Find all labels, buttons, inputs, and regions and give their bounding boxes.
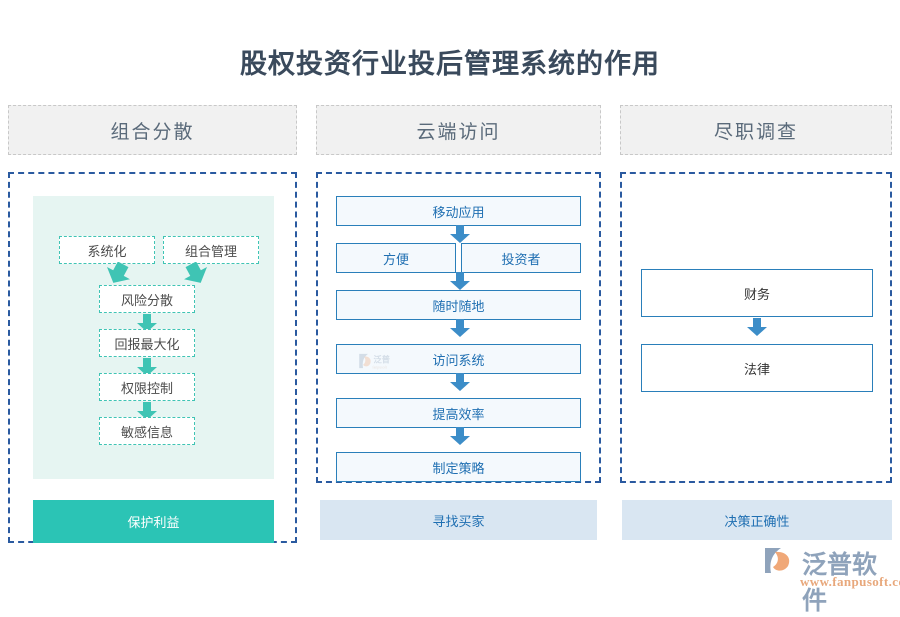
watermark-logo-icon: 泛普 fanpusoft [359, 353, 391, 370]
arrow-down-left-icon [106, 262, 130, 283]
column-body-due-diligence: 财务 法律 [620, 172, 892, 483]
column-body-portfolio-diversification: 系统化 组合管理 风险分散 回报最大化 权限控制 [8, 172, 297, 543]
node-finance[interactable]: 财务 [641, 269, 873, 317]
node-return-maximization[interactable]: 回报最大化 [99, 329, 195, 357]
column-body-cloud-access: 移动应用 方便 投资者 随时随地 泛普 fanpusoft 访问系统 提高效率 [316, 172, 601, 483]
diagram-canvas: 股权投资行业投后管理系统的作用 组合分散 系统化 组合管理 风险分散 回报最大 [8, 49, 900, 615]
arrow-down-icon [450, 272, 470, 290]
brand-logo: 泛普软件 www.fanpusoft.com [762, 545, 900, 615]
footer-decision-accuracy[interactable]: 决策正确性 [622, 500, 892, 540]
column-header-portfolio-diversification: 组合分散 [8, 105, 297, 155]
arrow-down-icon [450, 225, 470, 243]
svg-text:fanpusoft: fanpusoft [372, 366, 387, 370]
node-improve-efficiency[interactable]: 提高效率 [336, 398, 581, 428]
arrow-down-icon [450, 427, 470, 445]
fanpu-mark-icon [765, 548, 790, 573]
node-permission-control[interactable]: 权限控制 [99, 373, 195, 401]
teal-inner-panel: 系统化 组合管理 风险分散 回报最大化 权限控制 [33, 196, 274, 479]
arrow-down-icon [450, 373, 470, 391]
node-risk-diversification[interactable]: 风险分散 [99, 285, 195, 313]
node-anytime-anywhere[interactable]: 随时随地 [336, 290, 581, 320]
arrow-down-icon [747, 318, 767, 336]
arrow-down-icon [137, 358, 157, 376]
node-investor[interactable]: 投资者 [461, 243, 581, 273]
page-title: 股权投资行业投后管理系统的作用 [240, 49, 660, 79]
arrow-down-icon [137, 314, 157, 332]
node-convenient[interactable]: 方便 [336, 243, 456, 273]
node-formulate-strategy[interactable]: 制定策略 [336, 452, 581, 482]
node-systematization[interactable]: 系统化 [59, 236, 155, 264]
footer-protect-interests[interactable]: 保护利益 [33, 500, 274, 543]
svg-text:泛普: 泛普 [374, 355, 391, 365]
node-sensitive-information[interactable]: 敏感信息 [99, 417, 195, 445]
column-header-cloud-access: 云端访问 [316, 105, 601, 155]
arrow-down-right-icon [184, 262, 208, 283]
node-access-system[interactable]: 泛普 fanpusoft 访问系统 [336, 344, 581, 374]
node-portfolio-management[interactable]: 组合管理 [163, 236, 259, 264]
arrow-down-icon [137, 402, 157, 420]
node-legal[interactable]: 法律 [641, 344, 873, 392]
node-access-system-label: 访问系统 [432, 352, 485, 368]
brand-url: www.fanpusoft.com [800, 574, 900, 589]
footer-find-buyer[interactable]: 寻找买家 [320, 500, 597, 540]
column-header-due-diligence: 尽职调查 [620, 105, 892, 155]
node-mobile-application[interactable]: 移动应用 [336, 196, 581, 226]
arrow-down-icon [450, 319, 470, 337]
